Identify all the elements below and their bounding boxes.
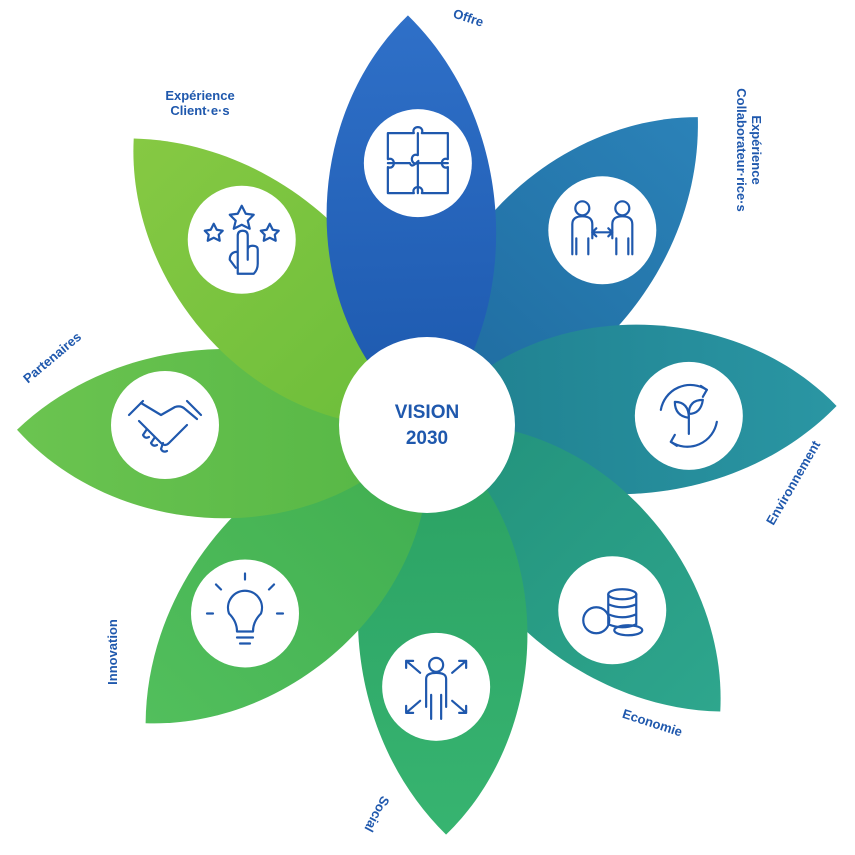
center-title-line1: VISION (395, 402, 459, 423)
people-exchange-icon (548, 176, 657, 285)
petal-shape (326, 15, 497, 425)
puzzle-icon (363, 109, 472, 218)
label-social: Social (361, 794, 392, 835)
person-arrows-icon (382, 632, 491, 741)
recycle-plant-icon (634, 361, 743, 470)
label-partenaires: Partenaires (20, 329, 84, 386)
petal-economie (427, 423, 721, 712)
center-hub: VISION 2030 (339, 337, 515, 513)
label-line: Partenaires (20, 329, 84, 386)
icon-circle (382, 632, 491, 741)
petal-experience-clients (133, 138, 427, 427)
label-line: Expérience (749, 115, 764, 184)
label-offre: Offre (451, 6, 485, 30)
petals (17, 15, 837, 835)
label-economie: Economie (621, 706, 685, 739)
petal-offre (326, 15, 497, 425)
label-line: Social (361, 794, 392, 835)
label-innovation: Innovation (105, 619, 120, 685)
icon-circle (111, 371, 219, 479)
coins-icon (558, 556, 667, 665)
label-line: Expérience (165, 88, 234, 103)
label-line: Collaborateur·rice·s (734, 88, 749, 212)
label-line: Offre (451, 6, 485, 30)
petal-innovation (145, 425, 429, 724)
handshake-icon (111, 371, 219, 479)
stars-hand-icon (187, 185, 296, 294)
label-line: Economie (621, 706, 685, 739)
icon-circle (558, 556, 667, 665)
lightbulb-icon (190, 559, 299, 668)
label-experience-collaborateurs: ExpérienceCollaborateur·rice·s (734, 88, 764, 212)
petal-experience-collaborateurs (423, 117, 698, 425)
label-line: Client·e·s (170, 103, 229, 118)
icon-circle (187, 185, 296, 294)
label-line: Innovation (105, 619, 120, 685)
center-circle (339, 337, 515, 513)
center-title-line2: 2030 (406, 428, 448, 449)
icon-circle (548, 176, 657, 285)
